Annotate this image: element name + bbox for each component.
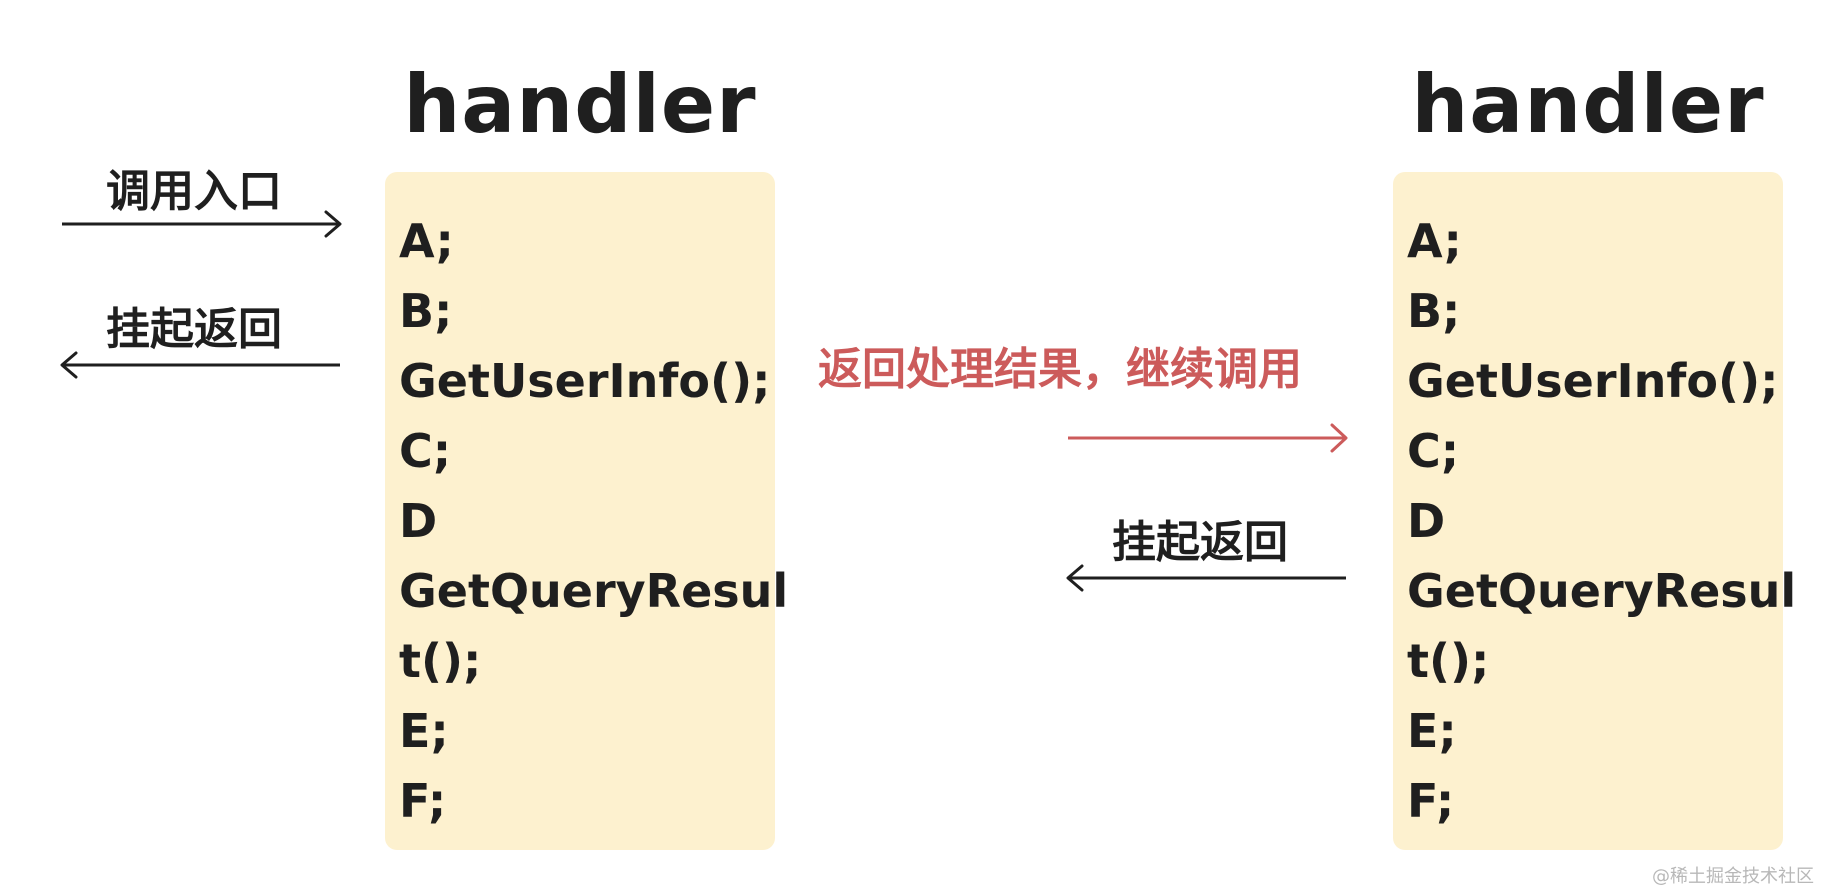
code-line: F; [1407, 774, 1455, 828]
watermark: @稀土掘金技术社区 [1652, 866, 1814, 887]
code-line: t(); [399, 634, 482, 688]
code-line: E; [1407, 704, 1457, 758]
suspend-return-left-arrow [60, 351, 340, 379]
left-handler-title: handler [403, 58, 757, 151]
left-code-box: A; B; GetUserInfo(); C; D GetQueryResul … [385, 172, 789, 850]
code-line: A; [1407, 214, 1462, 268]
right-code-box: A; B; GetUserInfo(); C; D GetQueryResul … [1393, 172, 1797, 850]
suspend-return-left-label: 挂起返回 [106, 304, 282, 355]
code-line: C; [399, 424, 452, 478]
code-line: GetUserInfo(); [399, 354, 771, 408]
code-line: B; [1407, 284, 1461, 338]
code-line: E; [399, 704, 449, 758]
call-entry-arrow [62, 210, 342, 238]
code-line: D [1407, 494, 1446, 548]
suspend-return-right-label: 挂起返回 [1112, 517, 1288, 568]
return-result-continue-label: 返回处理结果，继续调用 [818, 344, 1302, 395]
code-line: B; [399, 284, 453, 338]
code-line: C; [1407, 424, 1460, 478]
suspend-return-right-arrow [1066, 564, 1346, 592]
return-result-arrow [1068, 423, 1348, 453]
code-line: A; [399, 214, 454, 268]
code-line: GetQueryResul [1407, 564, 1797, 618]
code-line: GetQueryResul [399, 564, 789, 618]
right-handler-title: handler [1411, 58, 1765, 151]
code-line: F; [399, 774, 447, 828]
code-line: D [399, 494, 438, 548]
code-line: t(); [1407, 634, 1490, 688]
call-entry-label: 调用入口 [106, 166, 282, 217]
code-line: GetUserInfo(); [1407, 354, 1779, 408]
